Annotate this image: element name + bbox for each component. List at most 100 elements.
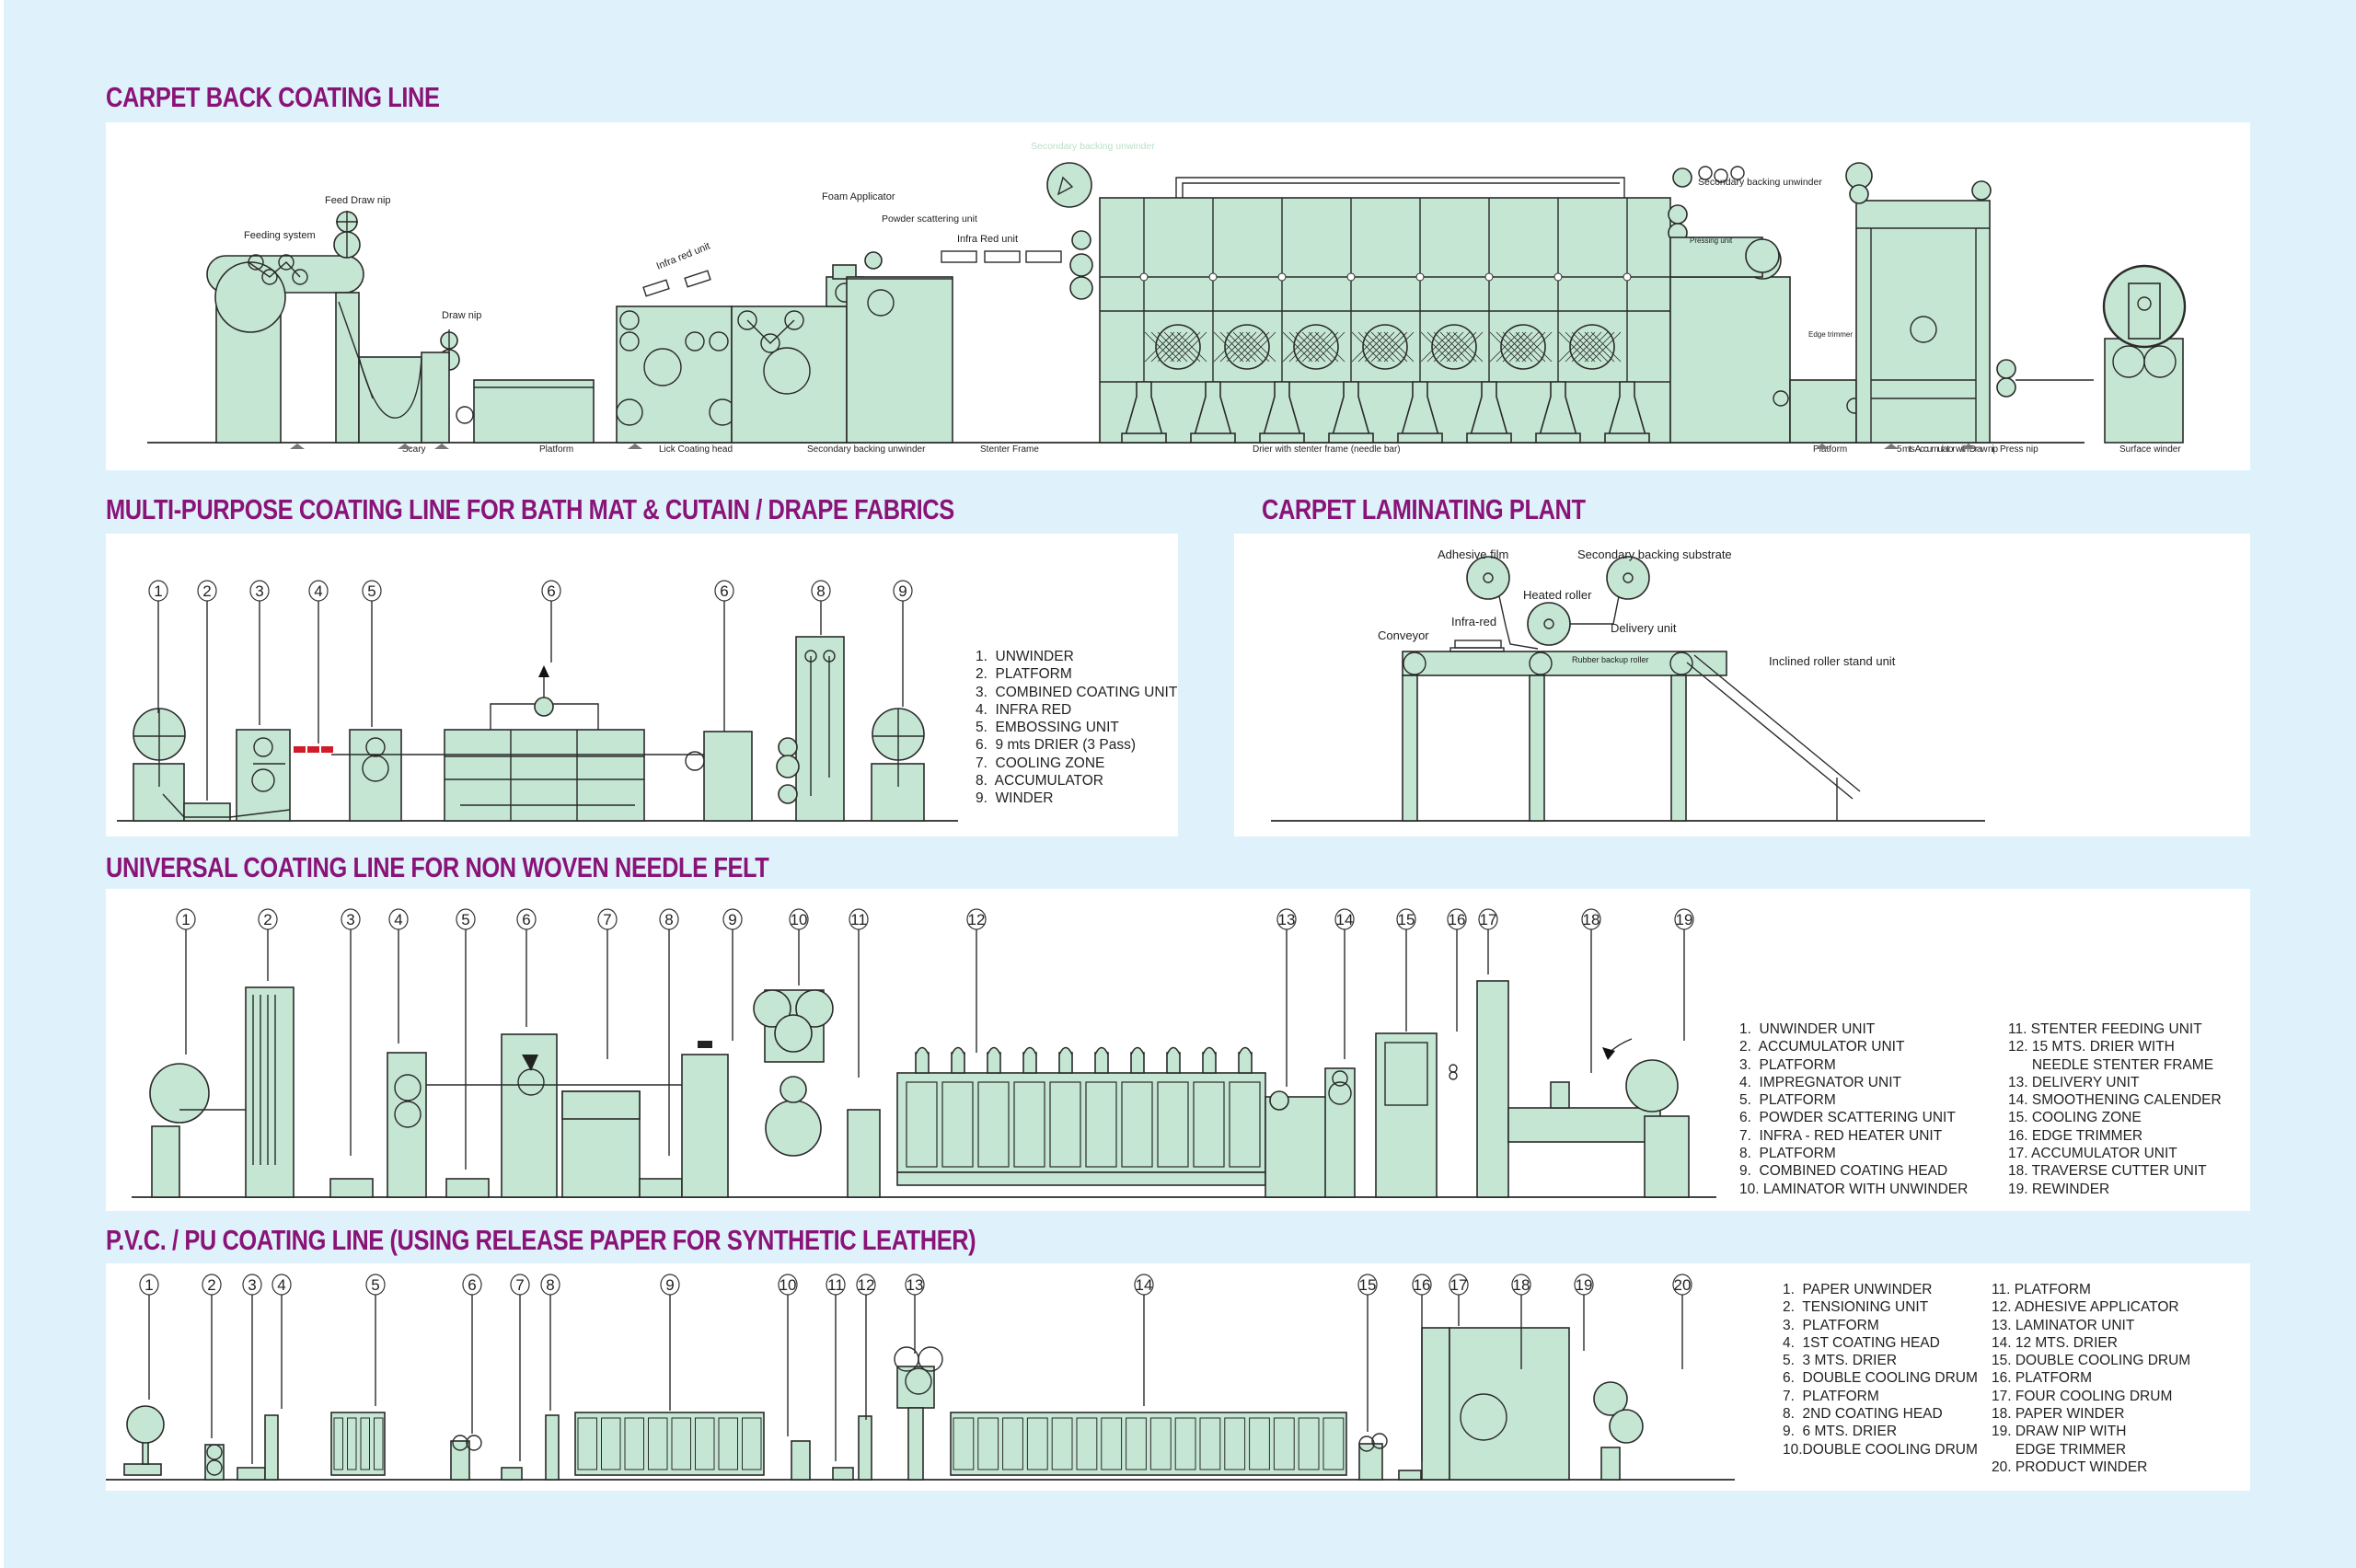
universal-coating-title: UNIVERSAL COATING LINE FOR NON WOVEN NEE… <box>106 851 769 883</box>
bottom-label: 5 mts Accumulator with Draw nip <box>1897 444 1998 455</box>
four-cooling-drum <box>1421 1327 1450 1481</box>
infra-red-units-2 <box>941 250 1062 263</box>
callout-10: 10 <box>778 1274 798 1436</box>
bottom-label: Platform <box>1813 444 1847 455</box>
callout-19: 19 <box>1574 1274 1594 1351</box>
carpet-back-coating-title: CARPET BACK COATING LINE <box>106 81 440 113</box>
label-adhesive-film: Adhesive film <box>1438 548 1508 561</box>
legend-item: 2. PLATFORM <box>976 666 1072 683</box>
bottom-label: Scary <box>402 444 426 455</box>
callout-18: 18 <box>1581 908 1601 1073</box>
accumulator-unit <box>245 986 294 1198</box>
callout-number: 13 <box>1278 911 1296 928</box>
burner-icon <box>1094 1052 1109 1074</box>
legend-item: 1. UNWINDER <box>976 649 1074 664</box>
callout-number: 16 <box>1414 1276 1431 1294</box>
callout-15: 15 <box>1357 1274 1378 1432</box>
label-secondary-backing-unwinder-top: Secondary backing unwinder <box>1031 141 1155 152</box>
inclined-roller-stand <box>1686 654 1861 821</box>
callout-number: 4 <box>394 911 402 928</box>
callout-17: 17 <box>1478 908 1498 974</box>
legend-item: 11. STENTER FEEDING UNIT <box>2008 1021 2202 1037</box>
callout-12: 12 <box>856 1274 876 1420</box>
platform-7 <box>501 1467 523 1481</box>
callout-number: 13 <box>907 1276 924 1294</box>
callout-7: 7 <box>597 908 618 1059</box>
legend-item: 6. POWDER SCATTERING UNIT <box>1739 1110 1956 1126</box>
callout-number: 1 <box>144 1276 153 1294</box>
coating-head-1 <box>264 1414 279 1481</box>
platform-1 <box>456 379 595 444</box>
callout-number: 6 <box>522 911 530 928</box>
legend-item: 7. PLATFORM <box>1783 1388 1879 1404</box>
callout-number: 1 <box>181 911 190 928</box>
label-powder-scattering: Powder scattering unit <box>882 213 977 225</box>
pvc-pu-coating-title: P.V.C. / PU COATING LINE (USING RELEASE … <box>106 1224 976 1256</box>
traverse-cutter-unit <box>1507 1081 1661 1143</box>
legend-item: 17. FOUR COOLING DRUM <box>1992 1388 2173 1404</box>
legend-item: 16. EDGE TRIMMER <box>2008 1127 2143 1144</box>
legend-item: 12. ADHESIVE APPLICATOR <box>1992 1299 2179 1316</box>
legend-item: 13. DELIVERY UNIT <box>2008 1074 2140 1090</box>
label-delivery-unit: Delivery unit <box>1611 621 1677 635</box>
legend-item: 4. IMPREGNATOR UNIT <box>1739 1074 1901 1090</box>
legend-item: NEEDLE STENTER FRAME <box>2008 1056 2214 1073</box>
edge-trimmer-unit <box>1669 236 1791 444</box>
bottom-label: Stenter Frame <box>980 444 1039 455</box>
legend-item: 18. PAPER WINDER <box>1992 1406 2125 1423</box>
callout-number: 14 <box>1136 1276 1153 1294</box>
callout-17: 17 <box>1449 1274 1469 1326</box>
laminator-with-unwinder <box>753 989 834 1157</box>
callout-7: 7 <box>510 1274 530 1461</box>
ground-support-icon <box>1815 444 1830 449</box>
burner-icon <box>1202 1052 1217 1074</box>
callout-number: 19 <box>1576 1276 1593 1294</box>
callout-5: 5 <box>362 580 382 727</box>
label-conveyor: Conveyor <box>1378 628 1429 642</box>
legend-item: 9. COMBINED COATING HEAD <box>1739 1163 1948 1180</box>
burner-icon <box>1058 1052 1073 1074</box>
combined-coating-head <box>681 1041 729 1198</box>
drier-fan-icon <box>1144 324 1207 370</box>
drier-fan-icon <box>1351 324 1415 370</box>
secondary-backing-roll <box>1606 556 1650 600</box>
drier-fan-icon <box>1489 324 1553 370</box>
carpet-laminating-diagram: Adhesive film Secondary backing substrat… <box>1271 548 1985 822</box>
label-rubber-backup-roller: Rubber backup roller <box>1572 655 1649 664</box>
double-cooling-drum-10 <box>791 1440 811 1481</box>
callout-number: 2 <box>202 582 211 600</box>
callout-2: 2 <box>197 580 217 801</box>
bottom-label: Platform <box>539 444 573 455</box>
legend-item: 16. PLATFORM <box>1992 1370 2093 1387</box>
callout-number: 3 <box>248 1276 256 1294</box>
product-winder <box>1593 1381 1644 1481</box>
label-edge-trimmer: Edge trimmer <box>1808 330 1853 339</box>
feeding-system-machine <box>206 254 364 444</box>
legend-item: 6. DOUBLE COOLING DRUM <box>1783 1370 1978 1387</box>
callout-number: 9 <box>728 911 736 928</box>
callout-number: 5 <box>367 582 375 600</box>
legend-item: 6. 9 mts DRIER (3 Pass) <box>976 737 1136 754</box>
callout-number: 10 <box>780 1276 797 1294</box>
scary-machine <box>335 292 422 444</box>
callout-13: 13 <box>1276 908 1297 1087</box>
paper-unwinder <box>123 1405 165 1476</box>
callout-19: 19 <box>1674 908 1694 1041</box>
callout-number: 15 <box>1398 911 1415 928</box>
callout-6: 6 <box>462 1274 482 1434</box>
callout-3: 3 <box>341 908 361 1156</box>
drier-12mts <box>950 1412 1347 1476</box>
legend-item: 9. 6 MTS. DRIER <box>1783 1424 1898 1440</box>
callout-9: 9 <box>893 580 913 707</box>
platform-11 <box>832 1467 854 1481</box>
legend-item: 3. PLATFORM <box>1739 1056 1836 1073</box>
secondary-backing-unwinder-1 <box>731 306 848 444</box>
ground-support-icon <box>1961 444 1976 449</box>
callout-6: 6 <box>516 908 537 1027</box>
callout-1: 1 <box>139 1274 159 1400</box>
